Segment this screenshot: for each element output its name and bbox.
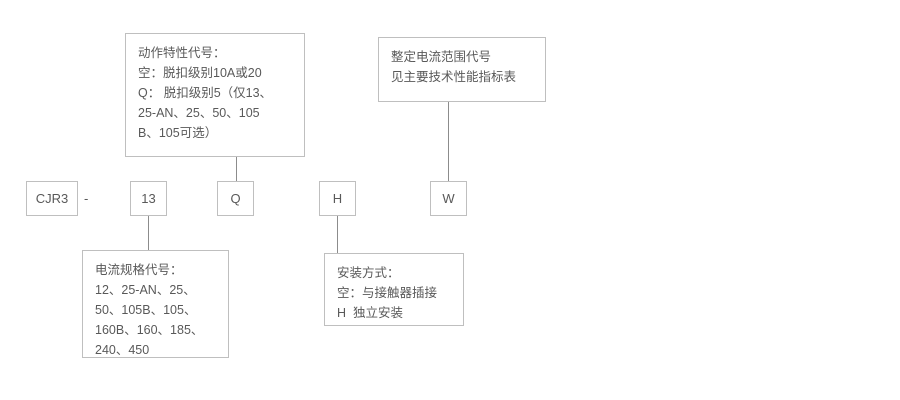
note-setting-current-range-text: 整定电流范围代号 见主要技术性能指标表 bbox=[391, 50, 517, 84]
note-setting-current-range: 整定电流范围代号 见主要技术性能指标表 bbox=[378, 37, 546, 102]
code-box-setting-current-range: W bbox=[430, 181, 467, 216]
code-box-action-characteristic: Q bbox=[217, 181, 254, 216]
note-current-spec: 电流规格代号： 12、25-AN、25、 50、105B、105、 160B、1… bbox=[82, 250, 229, 358]
code-box-setting-current-range-value: W bbox=[442, 191, 455, 206]
code-box-current-spec: 13 bbox=[130, 181, 167, 216]
note-action-characteristic: 动作特性代号： 空：脱扣级别10A或20 Q： 脱扣级别5（仅13、 25-AN… bbox=[125, 33, 305, 157]
note-current-spec-text: 电流规格代号： 12、25-AN、25、 50、105B、105、 160B、1… bbox=[95, 263, 204, 357]
code-box-series-value: CJR3 bbox=[35, 191, 69, 206]
code-box-action-characteristic-value: Q bbox=[230, 191, 241, 206]
note-action-characteristic-text: 动作特性代号： 空：脱扣级别10A或20 Q： 脱扣级别5（仅13、 25-AN… bbox=[138, 46, 273, 140]
code-box-mounting-type-value: H bbox=[332, 191, 343, 206]
code-box-current-spec-value: 13 bbox=[141, 191, 156, 206]
note-mounting-type-text: 安装方式： 空：与接触器插接 H 独立安装 bbox=[337, 266, 438, 320]
note-mounting-type: 安装方式： 空：与接触器插接 H 独立安装 bbox=[324, 253, 464, 326]
connector-action-characteristic-to-q bbox=[236, 157, 237, 182]
code-box-mounting-type: H bbox=[319, 181, 356, 216]
model-code-separator: - bbox=[84, 191, 89, 206]
connector-setting-current-range-to-w bbox=[448, 102, 449, 182]
code-box-series: CJR3 bbox=[26, 181, 78, 216]
connector-current-spec-to-note bbox=[148, 216, 149, 250]
connector-mounting-type-to-note bbox=[337, 216, 338, 253]
